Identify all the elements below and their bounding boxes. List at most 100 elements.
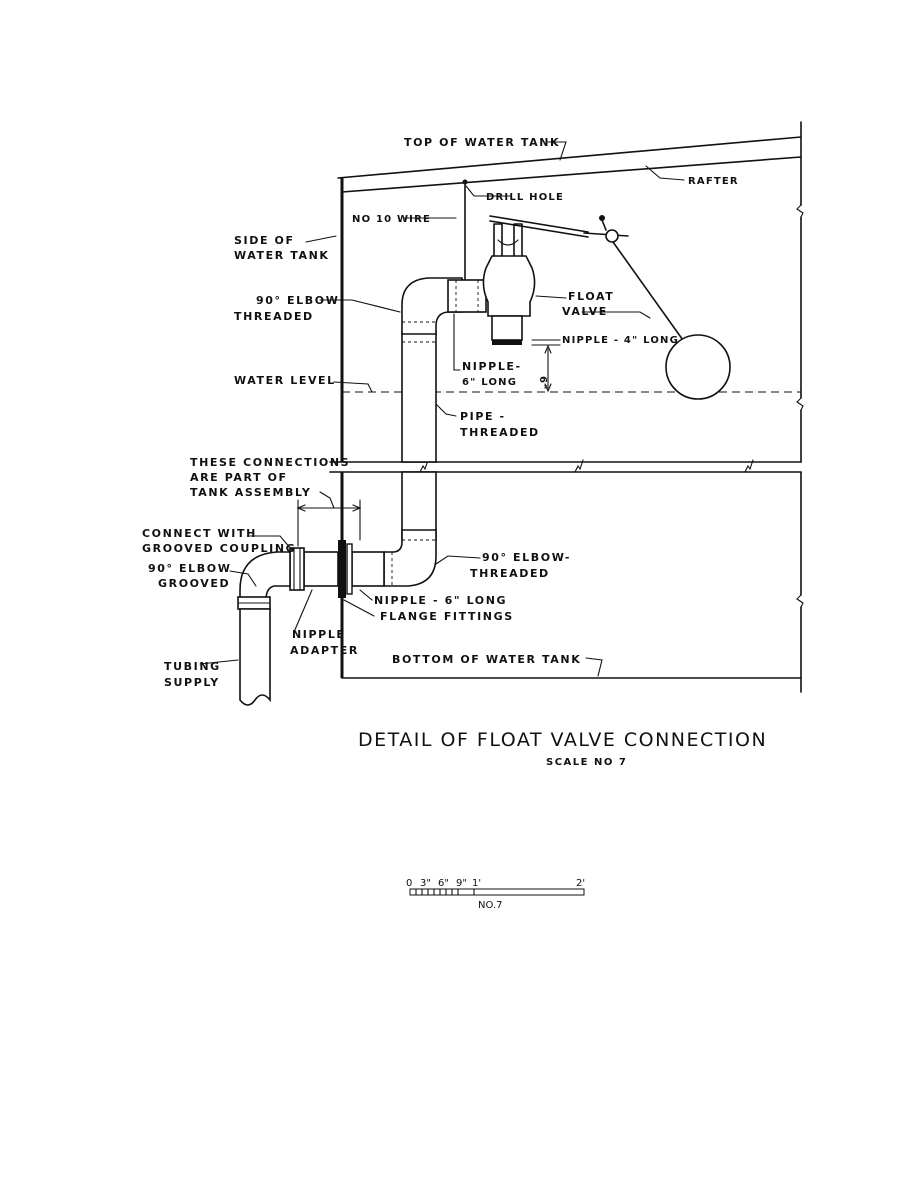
flange-right: [346, 543, 353, 595]
upper-piping: [401, 179, 731, 463]
vertical-pipe-upper: [401, 331, 437, 463]
leader-rafter: [645, 165, 685, 181]
dim-arrow: [296, 504, 306, 512]
leader-side-of-tank: [305, 235, 337, 243]
label-elbow-bottom-2: THREADED: [470, 567, 550, 580]
leader-float-valve: [535, 295, 567, 299]
label-elbow-grooved-2: GROOVED: [158, 577, 230, 590]
flange-left: [338, 540, 346, 598]
label-side-of-tank-1: SIDE OF: [234, 234, 295, 247]
label-nipple-4: NIPPLE - 4" LONG: [562, 335, 679, 346]
leader-pipe: [435, 403, 457, 417]
break-mark: [574, 459, 584, 473]
label-tubing-supply-1: TUBING: [164, 660, 221, 673]
label-nipple-6-top-2: 6" LONG: [462, 377, 517, 388]
label-side-of-tank-2: WATER TANK: [234, 249, 330, 262]
label-connections-2: ARE PART OF: [190, 471, 288, 484]
nipple-4-outlet: [492, 340, 522, 345]
break-mark: [419, 459, 429, 473]
label-top-of-tank: TOP OF WATER TANK: [404, 136, 560, 149]
rafter-bottom-line: [341, 156, 802, 193]
label-elbow-grooved-1: 90° ELBOW: [148, 562, 231, 575]
scale-tick-0: 0: [406, 878, 412, 889]
valve-prong-right: [513, 223, 523, 257]
scale-bar-frame: [409, 888, 585, 896]
leader-bottom: [585, 657, 603, 677]
break-mark: [796, 594, 804, 608]
leader-water-level: [333, 381, 373, 393]
diagram-subtitle: SCALE NO 7: [546, 757, 627, 768]
label-bottom-of-tank: BOTTOM OF WATER TANK: [392, 653, 581, 666]
label-nipple-adapter-1: NIPPLE: [292, 628, 346, 641]
rafter-top-line: [337, 136, 802, 179]
nipple-4: [491, 315, 523, 341]
dim-arrow: [544, 344, 552, 354]
label-nipple-adapter-2: ADAPTER: [290, 644, 359, 657]
scale-tick-3: 3": [420, 878, 431, 889]
elbow-grooved: [239, 551, 291, 601]
lever-pin: [601, 219, 607, 231]
leader-tank-assembly: [319, 491, 335, 509]
label-nipple-6-top-1: NIPPLE-: [462, 360, 522, 373]
label-connections-3: TANK ASSEMBLY: [190, 486, 312, 499]
leader-lines: [199, 141, 685, 677]
break-mark: [796, 397, 804, 411]
leader-nipple-6-top: [453, 313, 461, 371]
leader-drill-hole: [465, 185, 511, 197]
leader-top-of-tank: [547, 141, 567, 161]
nipple-adapter: [303, 551, 339, 587]
nipple-6-top: [447, 279, 487, 313]
label-drill-hole: DRILL HOLE: [486, 192, 564, 203]
label-float-valve-1: FLOAT: [568, 290, 614, 303]
label-rafter: RAFTER: [688, 176, 739, 187]
label-elbow-bottom-1: 90° ELBOW-: [482, 551, 571, 564]
scale-tick-2ft: 2': [576, 878, 585, 889]
label-flange-fittings: FLANGE FITTINGS: [380, 610, 514, 623]
valve-prong-left: [493, 223, 503, 257]
scale-tick-1ft: 1': [472, 878, 481, 889]
lower-piping: [237, 471, 437, 706]
scale-bar-label: NO.7: [478, 900, 503, 911]
labels: TOP OF WATER TANK RAFTER DRILL HOLE NO 1…: [142, 136, 739, 689]
lever-pivot: [605, 229, 619, 243]
label-connections-1: THESE CONNECTIONS: [190, 456, 350, 469]
label-tubing-supply-2: SUPPLY: [164, 676, 220, 689]
tubing-supply: [239, 608, 271, 706]
vertical-pipe-lower: [401, 471, 437, 541]
label-grooved-coupling-2: GROOVED COUPLING: [142, 542, 296, 555]
label-elbow-top-1: 90° ELBOW: [256, 294, 339, 307]
dim-arrow: [544, 383, 552, 393]
float-lever: [489, 215, 589, 233]
diagram-title: DETAIL OF FLOAT VALVE CONNECTION: [358, 729, 767, 751]
valve-link: [497, 239, 519, 246]
leader-nipple-adapter: [293, 589, 313, 633]
leader-nipple-6-bottom: [359, 589, 373, 601]
lever-pin-head: [599, 215, 605, 221]
dim-arrow: [352, 504, 362, 512]
nipple-6-bottom: [351, 551, 385, 587]
label-nipple-6-bottom: NIPPLE - 6" LONG: [374, 594, 507, 607]
float-valve-body: [482, 255, 536, 317]
label-elbow-top-2: THREADED: [234, 310, 314, 323]
scale-bar: 0 3" 6" 9" 1' 2' NO.7: [406, 878, 585, 911]
scale-tick-9: 9": [456, 878, 467, 889]
leader-tubing: [199, 659, 239, 665]
label-water-level: WATER LEVEL: [234, 374, 336, 387]
leader-float-ball: [581, 311, 651, 319]
label-wire: NO 10 WIRE: [352, 214, 431, 225]
drill-hole: [462, 179, 468, 185]
label-pipe-threaded-1: PIPE -: [460, 410, 506, 423]
float-rod: [612, 241, 691, 351]
label-dim-6: 6": [537, 376, 548, 391]
leader-flange: [343, 599, 375, 617]
leader-elbow-bottom: [435, 555, 481, 565]
leader-grooved-coupling: [249, 535, 293, 551]
float-lever-2: [489, 220, 589, 238]
break-mark: [796, 204, 804, 218]
leader-elbow-grooved: [229, 570, 257, 587]
break-mark: [744, 459, 754, 473]
label-pipe-threaded-2: THREADED: [460, 426, 540, 439]
float-ball: [665, 334, 731, 400]
